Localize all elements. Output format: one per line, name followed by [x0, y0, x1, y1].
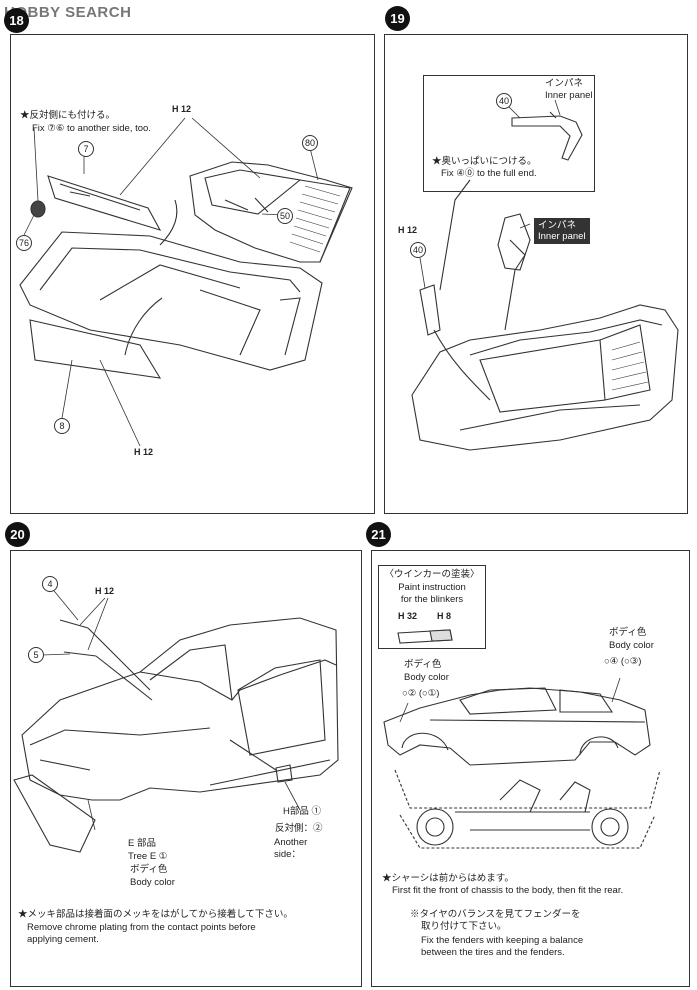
step-18-part-8: 8 [54, 418, 70, 434]
step-20-body-jp: ボディ色 [130, 864, 168, 875]
step-20-e-part-jp: E 部品 [128, 838, 156, 849]
step-21-panel [371, 550, 690, 987]
step-19-dark-en: Inner panel [538, 231, 586, 242]
step-21-blinker-en2: for the blinkers [400, 594, 464, 605]
step-18-part-50: 50 [277, 208, 293, 224]
step-21-tire-en2: between the tires and the fenders. [421, 947, 565, 958]
step-21-tire-jp1: ※タイヤのバランスを見てフェンダーを [410, 909, 581, 920]
step-21-body-jp-right: ボディ色 [609, 627, 647, 638]
step-18-part-80: 80 [302, 135, 318, 151]
step-18-fix-en: Fix ⑦⑥ to another side, too. [32, 123, 151, 134]
step-20-h-part: H部品 ① [283, 806, 322, 817]
step-19-part-40: 40 [496, 93, 512, 109]
step-20-paint: H 12 [95, 586, 115, 596]
step-20-tree-e: Tree E ① [128, 851, 168, 862]
step-19-part-40b: 40 [410, 242, 426, 258]
step-19-panel [384, 34, 688, 514]
step-21-color-option-left: ○② (○①) [402, 688, 440, 699]
step-20-part-4: 4 [42, 576, 58, 592]
brand-watermark: HOBBY SEARCH [4, 4, 132, 21]
step-21-chassis-en: First fit the front of chassis to the bo… [392, 885, 624, 896]
step-18-paint-bottom: H 12 [134, 447, 154, 457]
step-19-inner-panel-tag: インパネ Inner panel [534, 218, 590, 244]
step-21-blinker-box [378, 565, 486, 649]
step-20-note-en1: Remove chrome plating from the contact p… [27, 922, 256, 933]
step-19-dark-jp: インパネ [538, 220, 577, 231]
step-19-note-jp: ★奥いっぱいにつける。 [432, 156, 537, 167]
step-21-body-jp-left: ボディ色 [404, 659, 442, 670]
step-19-number: 19 [385, 6, 410, 31]
step-21-body-en-right: Body color [609, 640, 654, 651]
step-19-inner-jp: インパネ [545, 78, 584, 89]
step-20-part-5: 5 [28, 647, 44, 663]
step-21-color-option-right: ○④ (○③) [604, 656, 642, 667]
step-21-blinker-jp: 〈ウインカーの塗装〉 [384, 569, 480, 580]
step-18-paint-top: H 12 [172, 104, 192, 114]
step-21-tire-jp2: 取り付けて下さい。 [421, 921, 507, 932]
step-18-part-7: 7 [78, 141, 94, 157]
step-20-body-en: Body color [130, 877, 175, 888]
step-21-number: 21 [366, 522, 391, 547]
step-21-paint-h8: H 8 [437, 611, 452, 621]
step-21-body-en-left: Body color [404, 672, 449, 683]
step-20-side: side： [274, 849, 301, 860]
step-19-paint: H 12 [398, 225, 418, 235]
step-18-star-jp: ★反対側にも付ける。 [20, 110, 116, 121]
step-19-inner-en: Inner panel [545, 90, 593, 101]
step-20-opposite-jp: 反対側：② [275, 823, 323, 834]
step-20-another: Another [274, 837, 308, 848]
step-21-paint-h32: H 32 [398, 611, 418, 621]
step-18-part-76: 76 [16, 235, 32, 251]
step-21-blinker-en1: Paint instruction [398, 582, 466, 593]
step-20-number: 20 [5, 522, 30, 547]
step-20-note-en2: applying cement. [27, 934, 99, 945]
step-21-tire-en1: Fix the fenders with keeping a balance [421, 935, 584, 946]
step-20-note-jp: ★メッキ部品は接着面のメッキをはがしてから接着して下さい。 [18, 909, 293, 920]
step-19-detail-box [423, 75, 595, 192]
step-18-number: 18 [4, 8, 29, 33]
step-19-note-en: Fix ④⓪ to the full end. [441, 168, 537, 179]
step-21-chassis-jp: ★シャーシは前からはめます。 [382, 873, 514, 884]
